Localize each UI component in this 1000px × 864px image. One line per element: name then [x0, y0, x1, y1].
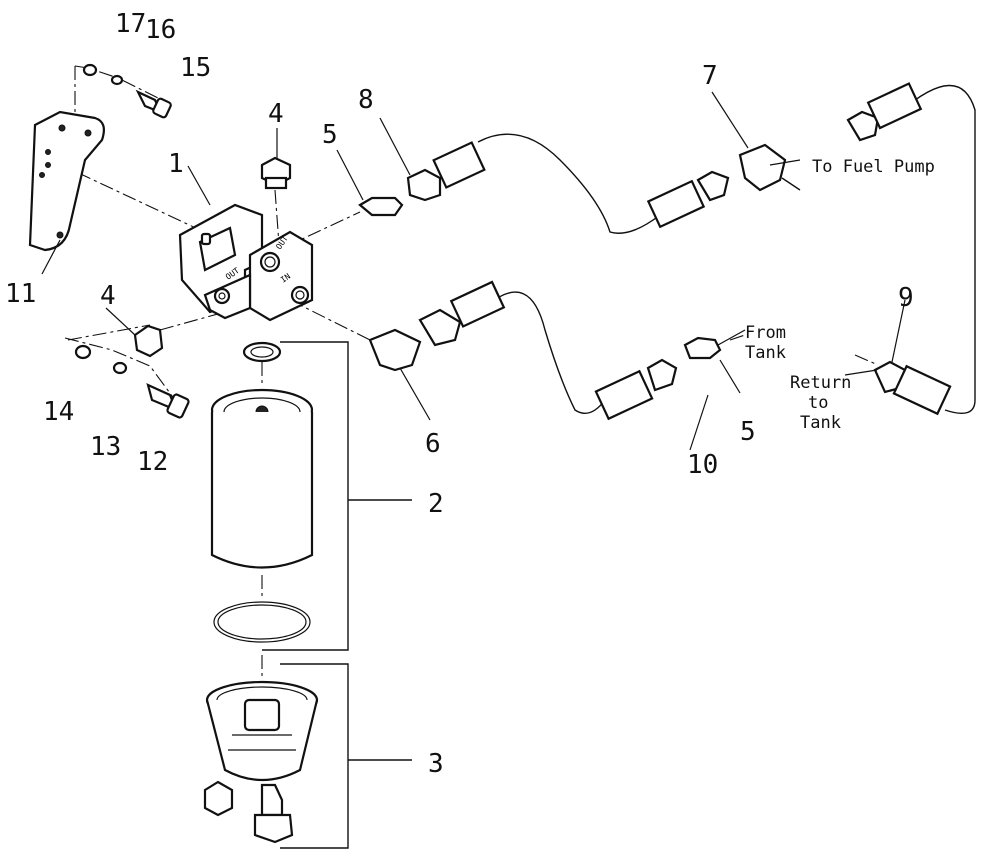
leader-lines — [41, 91, 906, 451]
flow-notes: To Fuel Pump From Tank Return to Tank — [745, 157, 935, 433]
filter-bowl[interactable] — [203, 680, 319, 844]
elbow-right[interactable] — [646, 143, 787, 229]
plug-left[interactable] — [133, 324, 164, 358]
callout-3: 3 — [428, 749, 444, 779]
callout-17: 17 — [115, 9, 146, 39]
note-from-line1: From — [745, 323, 786, 343]
callout-11: 11 — [5, 279, 36, 309]
callout-2: 2 — [428, 489, 444, 519]
note-return-line1: Return — [790, 373, 851, 393]
callout-numbers: 1 2 3 4 4 5 5 6 7 8 9 10 11 12 13 14 15 … — [5, 9, 914, 779]
callout-12: 12 — [137, 447, 168, 477]
hose-end-pump[interactable] — [846, 82, 923, 142]
callout-5-upper: 5 — [322, 120, 338, 150]
fuel-lines — [477, 84, 976, 414]
filter-element[interactable] — [210, 341, 314, 643]
callout-16: 16 — [145, 15, 176, 45]
hose-end-upper[interactable] — [406, 141, 486, 202]
hose-end-tank[interactable] — [594, 336, 722, 421]
callout-4-left: 4 — [100, 281, 116, 311]
upper-hardware[interactable] — [82, 63, 172, 119]
filter-head[interactable]: OUT IN OUT — [178, 203, 314, 322]
note-return-line2: to — [808, 393, 828, 413]
mounting-bracket[interactable] — [28, 110, 105, 252]
callout-6: 6 — [425, 429, 441, 459]
callout-10: 10 — [687, 450, 718, 480]
callout-15: 15 — [180, 53, 211, 83]
callout-9: 9 — [898, 283, 914, 313]
callout-1: 1 — [168, 149, 184, 179]
nipple-upper[interactable] — [358, 196, 404, 217]
lower-hardware[interactable] — [74, 344, 190, 419]
plug-top[interactable] — [260, 156, 292, 190]
elbow-fitting[interactable] — [368, 280, 506, 372]
hose-end-return[interactable] — [873, 360, 952, 416]
callout-4-top: 4 — [268, 99, 284, 129]
note-to-fuel-pump: To Fuel Pump — [812, 157, 935, 177]
note-return-line3: Tank — [800, 413, 841, 433]
alignment-lines — [54, 65, 879, 680]
note-from-line2: Tank — [745, 343, 786, 363]
callout-14: 14 — [43, 397, 74, 427]
callout-5-lower: 5 — [740, 417, 756, 447]
callout-7: 7 — [702, 61, 718, 91]
callout-13: 13 — [90, 432, 121, 462]
group-brackets — [262, 341, 412, 849]
callout-8: 8 — [358, 85, 374, 115]
